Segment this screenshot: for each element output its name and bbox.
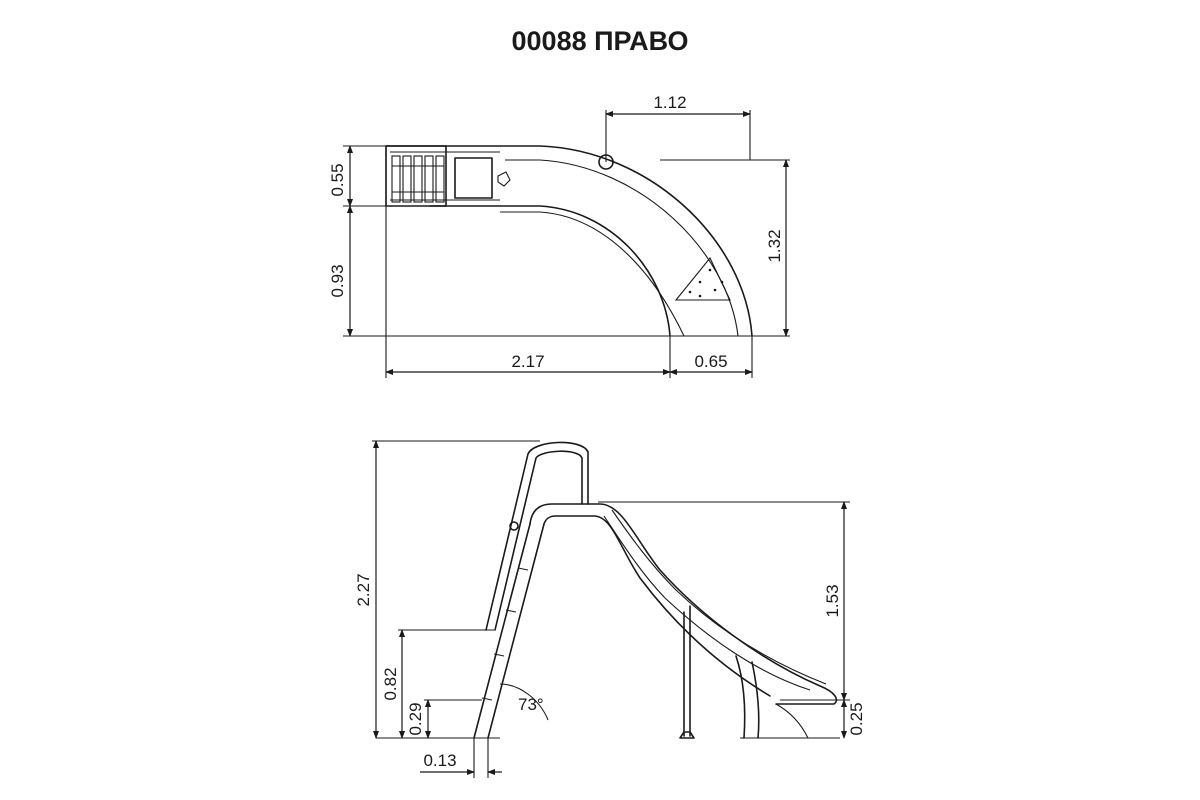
- ladder-rail-front: [473, 523, 531, 739]
- side-view: 73° 2.27 0.82 0.29 1.53 0.25 0.13: [354, 440, 866, 778]
- slide-trough-line-2: [611, 509, 827, 685]
- slide-trough-line: [603, 515, 811, 691]
- ladder-rail-back: [487, 523, 545, 739]
- exit-splash-zone: [674, 256, 731, 301]
- dim-label-0-13: 0.13: [423, 751, 456, 770]
- dim-label-0-93: 0.93: [328, 264, 347, 297]
- slide-body-top: [529, 503, 838, 705]
- ladder-steps: [481, 567, 529, 701]
- dim-label-0-25: 0.25: [847, 702, 866, 735]
- dim-label-1-12: 1.12: [653, 93, 686, 112]
- dim-label-2-27: 2.27: [354, 573, 373, 606]
- ladder-deck: [385, 145, 447, 207]
- dim-label-1-32: 1.32: [765, 229, 784, 262]
- ladder-bolt: [509, 521, 519, 531]
- dim-label-0-29: 0.29: [406, 702, 425, 735]
- top-view: 1.12 0.55 0.93 1.32 2.17 0.65: [328, 93, 790, 378]
- dim-label-0-55: 0.55: [328, 163, 347, 196]
- angle-arc: [499, 683, 549, 721]
- dim-label-0-82: 0.82: [381, 667, 400, 700]
- support-foot: [679, 731, 695, 739]
- page-title: 00088 ПРАВО: [511, 26, 689, 56]
- slide-body-bottom: [543, 515, 771, 697]
- slide-exit-support-2: [751, 661, 760, 739]
- dim-label-0-65: 0.65: [694, 352, 727, 371]
- dim-label-2-17: 2.17: [511, 352, 544, 371]
- platform-box: [454, 157, 493, 199]
- slide-outline-inner: [429, 205, 671, 337]
- ladder-treads: [391, 155, 445, 203]
- slide-exit-lip: [775, 703, 809, 739]
- ladder-handrail-inner: [494, 450, 583, 631]
- exit-dots: [688, 268, 724, 298]
- slide-exit-support: [735, 655, 746, 739]
- dim-label-1-53: 1.53: [823, 584, 842, 617]
- angle-label: 73°: [518, 695, 544, 714]
- ladder-handrail: [485, 441, 589, 631]
- bell-icon: [497, 171, 511, 187]
- slide-channel-line-2: [500, 211, 685, 337]
- slide-outline-outer: [385, 145, 753, 337]
